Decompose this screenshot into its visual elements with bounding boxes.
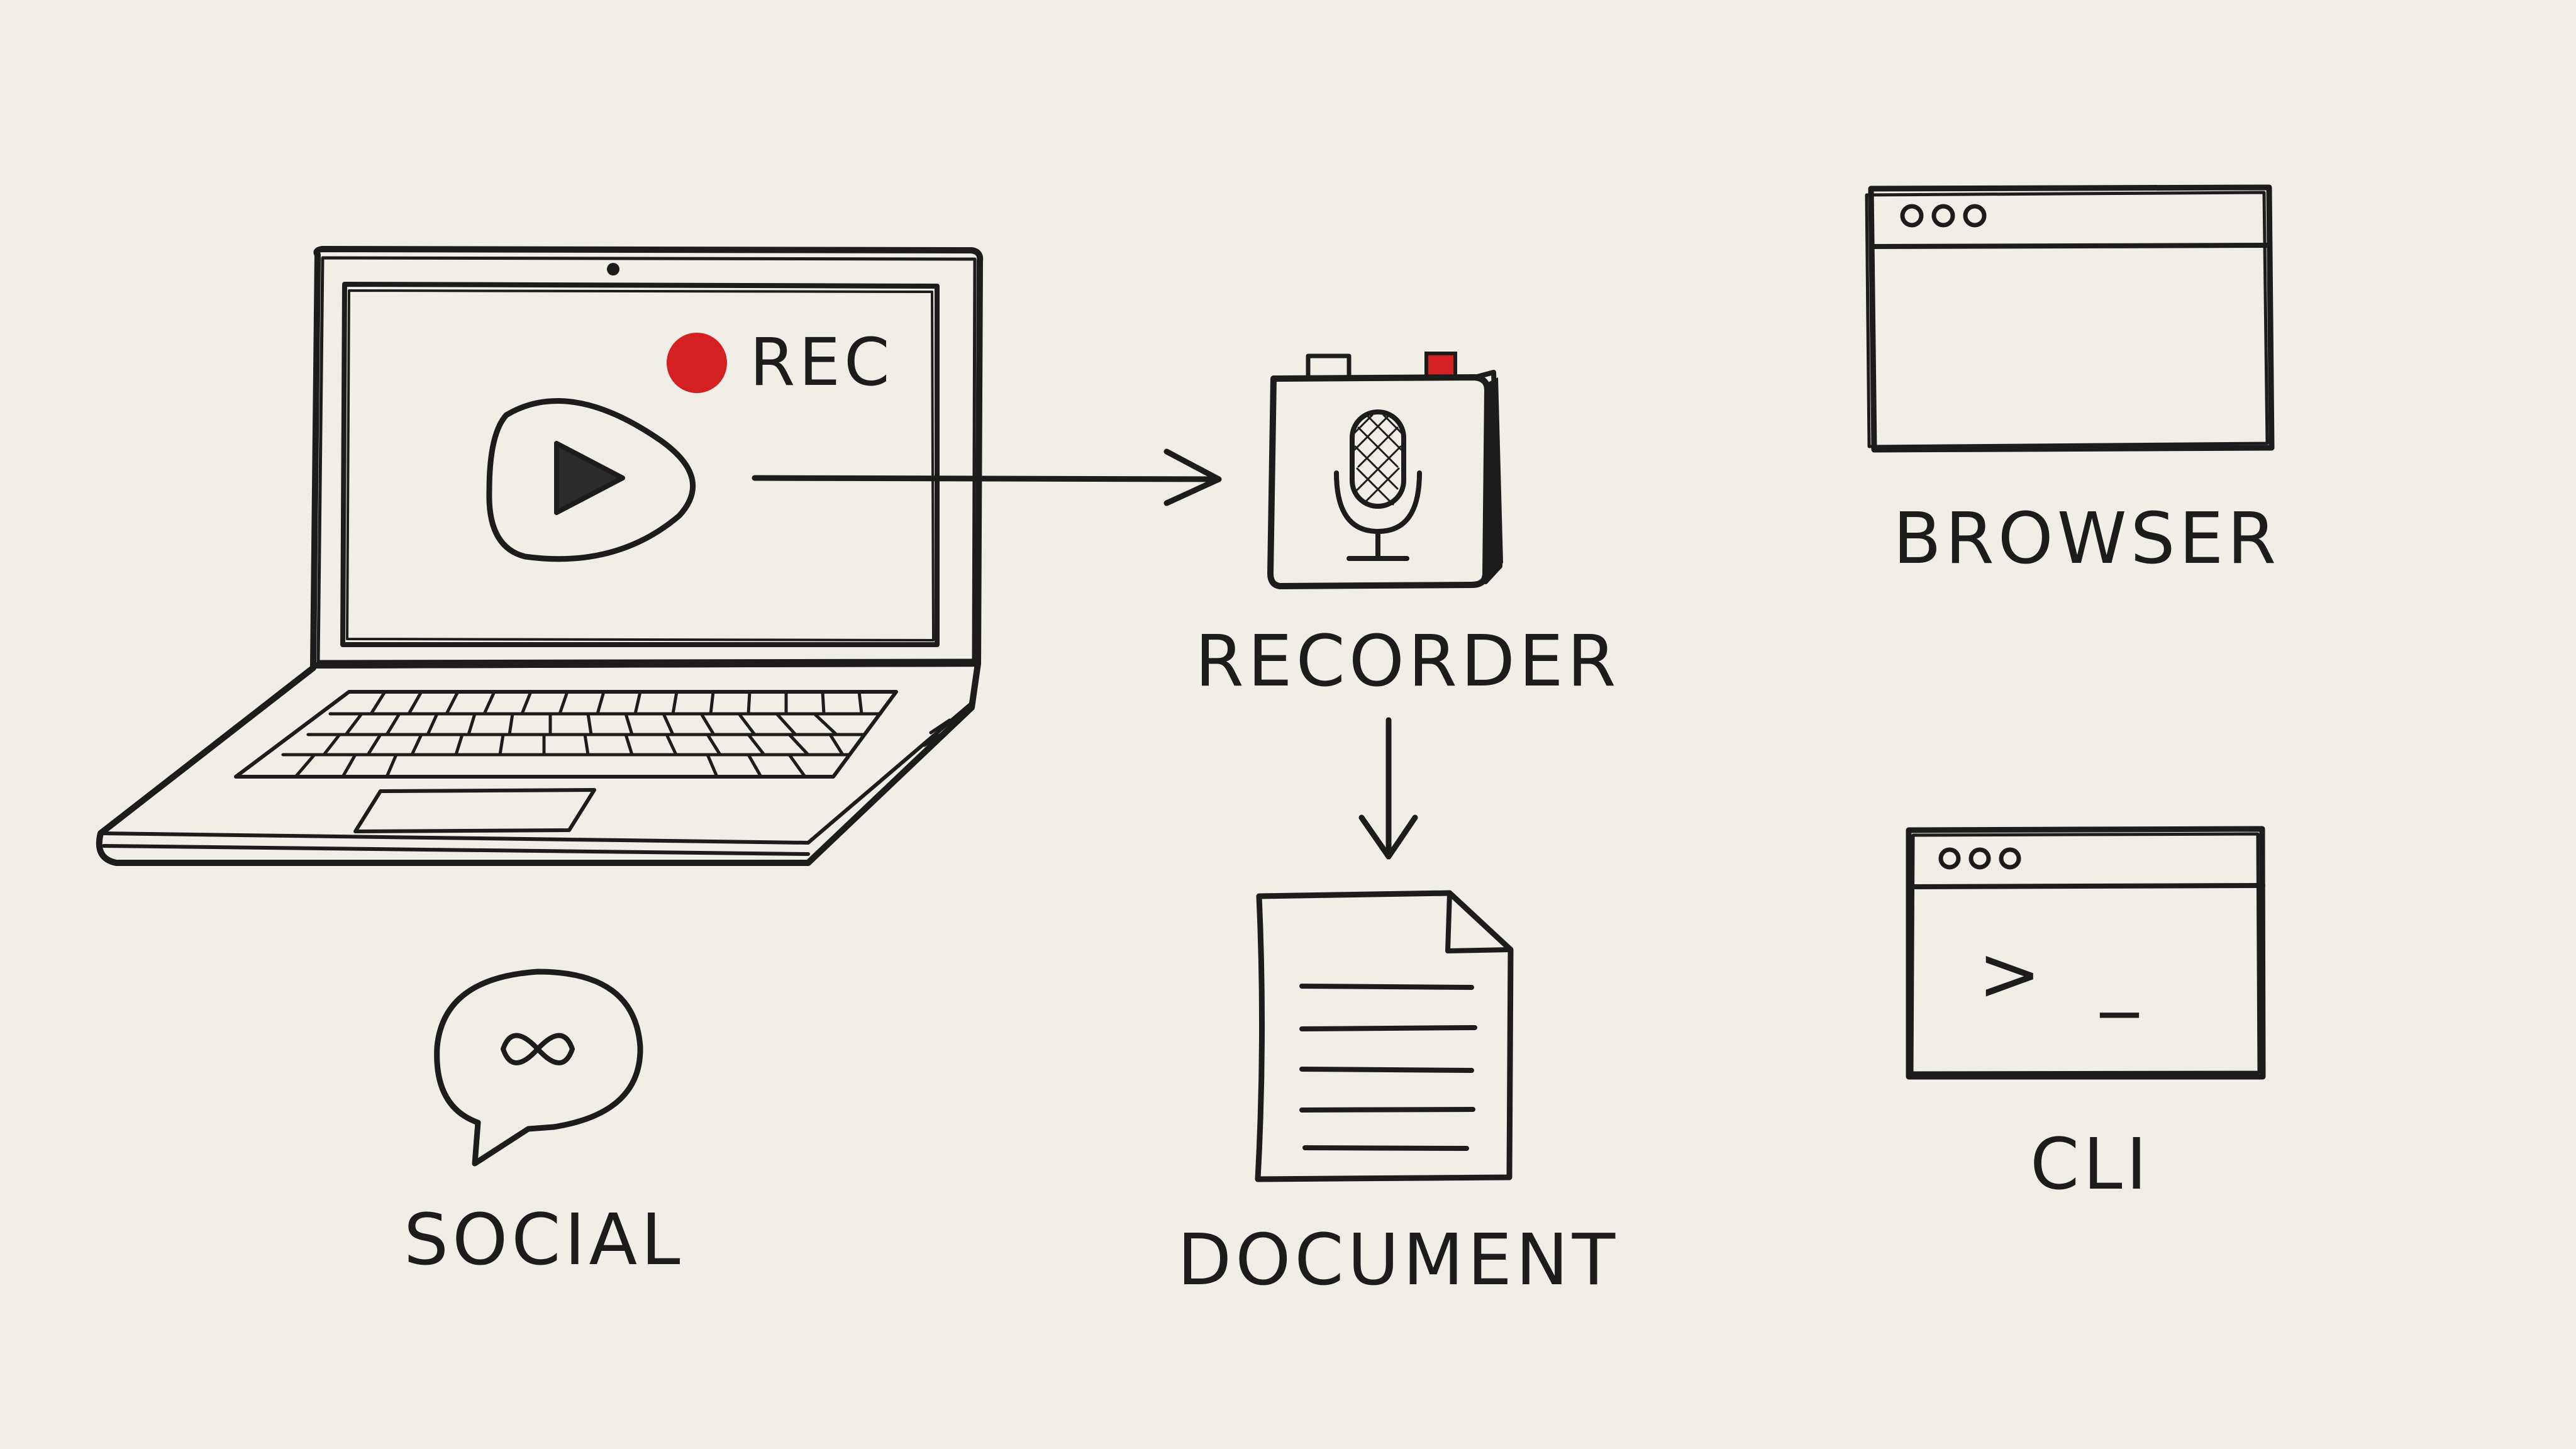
arrow-to-recorder <box>752 448 1222 506</box>
document-icon <box>1255 890 1514 1182</box>
chat-bubble-icon <box>434 969 643 1167</box>
rec-label: REC <box>750 324 894 401</box>
webcam-icon <box>607 263 619 275</box>
arrow-to-document <box>1358 717 1418 860</box>
microphone-icon <box>1334 409 1422 561</box>
play-icon <box>486 398 696 562</box>
recorder-label: RECORDER <box>1195 621 1620 702</box>
cli-cursor-symbol: _ <box>2099 931 2142 1018</box>
social-label: SOCIAL <box>404 1199 684 1281</box>
record-dot-icon <box>667 333 727 393</box>
laptop-icon <box>96 246 984 866</box>
document-label: DOCUMENT <box>1177 1219 1619 1301</box>
browser-label: BROWSER <box>1893 498 2280 580</box>
terminal-window-icon <box>1906 826 2266 1080</box>
cli-prompt-symbol: > <box>1978 931 2045 1018</box>
cli-label: CLI <box>2030 1124 2151 1206</box>
recorder-device-icon <box>1267 352 1503 589</box>
browser-window-icon <box>1865 184 2275 453</box>
